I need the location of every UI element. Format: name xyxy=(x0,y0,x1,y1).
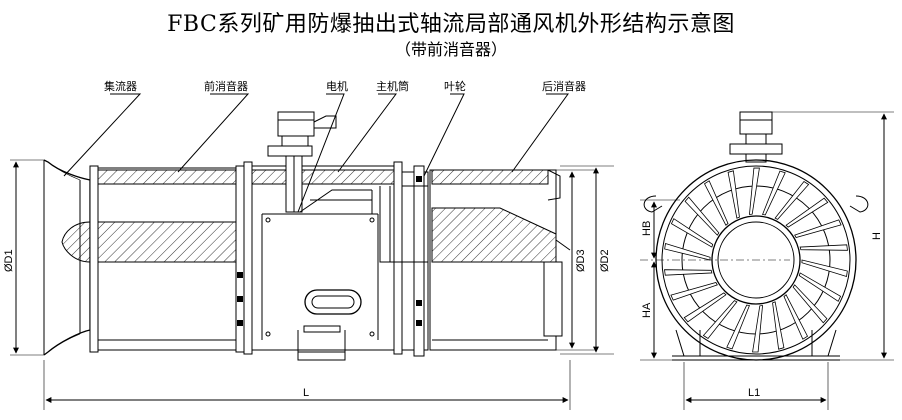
dim-d1: ØD1 xyxy=(3,249,15,272)
label-impeller: 叶轮 xyxy=(444,79,466,93)
label-motor: 电机 xyxy=(326,79,348,93)
dim-hb: HB xyxy=(641,221,653,236)
label-rear-silencer: 后消音器 xyxy=(542,79,586,93)
front-silencer xyxy=(89,165,245,353)
leader-lines xyxy=(63,93,569,213)
label-main-casing: 主机筒 xyxy=(376,79,409,93)
dim-ha: HA xyxy=(641,302,653,318)
dim-l: L xyxy=(303,387,309,399)
guide-vane xyxy=(752,305,763,353)
guide-vane xyxy=(670,282,718,301)
guide-vane xyxy=(774,180,810,220)
guide-vanes xyxy=(664,167,848,353)
dim-l1: L1 xyxy=(748,387,760,399)
guide-vane xyxy=(727,170,740,219)
guide-vane xyxy=(703,180,729,226)
guide-vane xyxy=(749,167,760,215)
guide-vane xyxy=(726,304,751,350)
page-subtitle: （带前消音器） xyxy=(394,40,507,59)
guide-vane xyxy=(801,259,848,277)
main-casing xyxy=(243,161,403,361)
impeller xyxy=(379,165,429,357)
dim-d3: ØD3 xyxy=(575,249,587,272)
guide-vane xyxy=(785,197,829,228)
guide-vane xyxy=(792,284,828,324)
guide-vane xyxy=(772,301,785,350)
side-view xyxy=(43,111,571,361)
dim-d2: ØD2 xyxy=(599,249,611,272)
label-front-silencer: 前消音器 xyxy=(204,79,248,93)
motor xyxy=(267,111,373,214)
guide-vane xyxy=(761,170,786,216)
label-collector: 集流器 xyxy=(104,79,137,93)
side-dimensions xyxy=(10,159,614,410)
guide-vane xyxy=(798,272,842,302)
page-title: FBC系列矿用防爆抽出式轴流局部通风机外形结构示意图 xyxy=(167,12,735,37)
end-dimensions xyxy=(640,111,894,410)
guide-vane xyxy=(684,196,720,236)
guide-vane xyxy=(683,292,727,323)
dim-h: H xyxy=(871,232,883,240)
guide-vane xyxy=(794,219,842,238)
guide-vane xyxy=(702,300,738,340)
guide-vane xyxy=(664,243,711,261)
rear-silencer xyxy=(429,169,571,351)
guide-vane xyxy=(670,218,714,248)
end-view xyxy=(643,111,869,361)
guide-vane xyxy=(799,244,848,251)
guide-vane xyxy=(783,294,809,340)
guide-vane xyxy=(664,269,713,276)
